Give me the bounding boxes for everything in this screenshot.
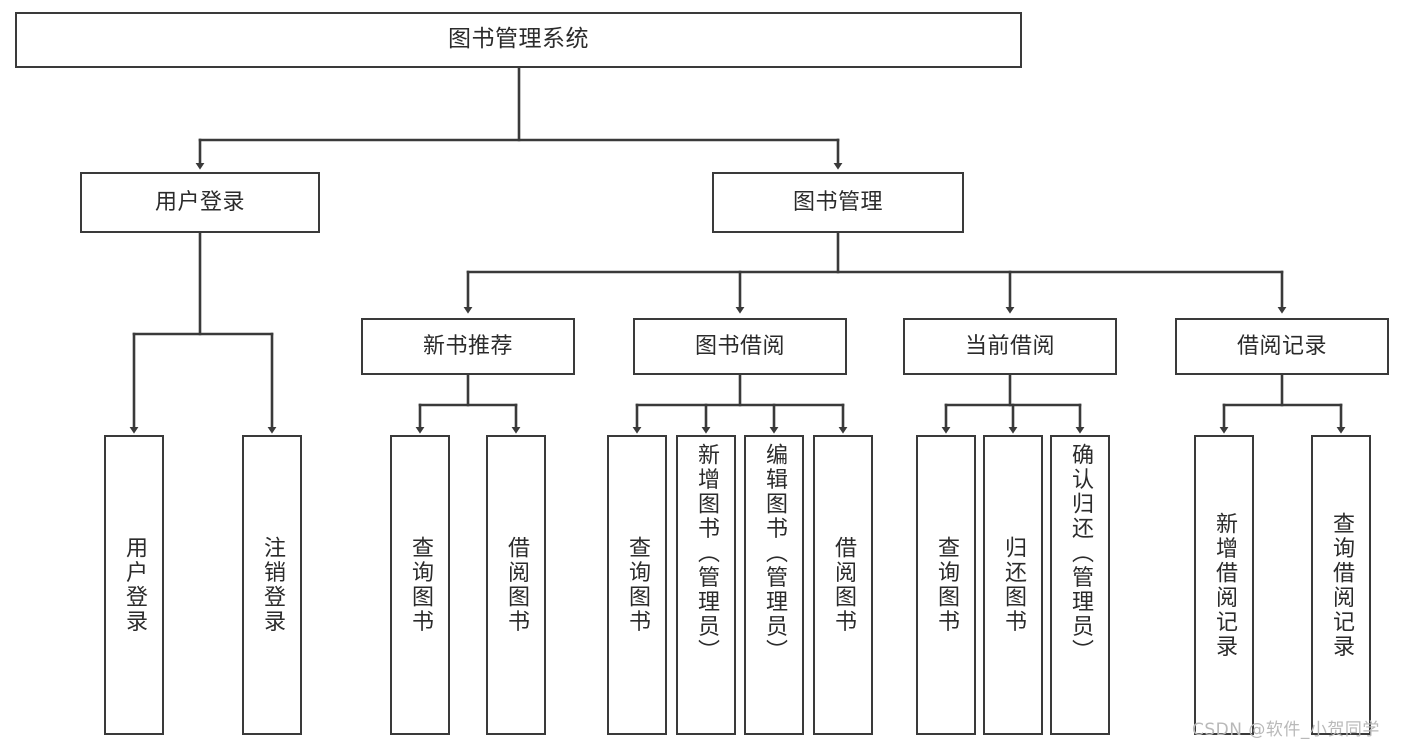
node-leaf-add-book[interactable]: 新增图书（管理员） [676,435,736,735]
node-label: 图书管理系统 [448,26,589,53]
node-label: 归还图书 [1000,536,1026,634]
node-leaf-query-book-2[interactable]: 查询图书 [607,435,667,735]
node-label: 新书推荐 [422,333,513,359]
node-label: 查询图书 [933,536,959,634]
node-label: 图书借阅 [694,333,785,359]
node-label: 查询图书 [407,536,433,634]
node-leaf-user-login[interactable]: 用户登录 [104,435,164,735]
node-new-book-recommend[interactable]: 新书推荐 [361,318,575,375]
node-label: 用户登录 [121,536,147,634]
node-label: 新增图书（管理员） [693,443,719,664]
node-leaf-borrow-book-2[interactable]: 借阅图书 [813,435,873,735]
node-book-borrow[interactable]: 图书借阅 [633,318,847,375]
csdn-watermark: CSDN @软件_小贺同学 [1192,720,1380,740]
node-leaf-add-borrow-record[interactable]: 新增借阅记录 [1194,435,1254,735]
node-label: 借阅图书 [503,536,529,634]
node-label: 借阅记录 [1236,333,1327,359]
node-book-manage[interactable]: 图书管理 [712,172,964,233]
node-leaf-query-book-1[interactable]: 查询图书 [390,435,450,735]
node-label: 借阅图书 [830,536,856,634]
node-label: 确认归还（管理员） [1067,443,1093,664]
node-root-book-management-system[interactable]: 图书管理系统 [15,12,1022,68]
node-label: 当前借阅 [964,333,1055,359]
node-label: 编辑图书（管理员） [761,443,787,664]
node-borrow-record[interactable]: 借阅记录 [1175,318,1389,375]
node-leaf-borrow-book-1[interactable]: 借阅图书 [486,435,546,735]
node-label: 查询图书 [624,536,650,634]
node-label: 用户登录 [154,189,245,215]
node-user-login[interactable]: 用户登录 [80,172,320,233]
node-label: 图书管理 [792,189,883,215]
node-current-borrow[interactable]: 当前借阅 [903,318,1117,375]
node-leaf-edit-book[interactable]: 编辑图书（管理员） [744,435,804,735]
node-leaf-return-book[interactable]: 归还图书 [983,435,1043,735]
node-label: 新增借阅记录 [1211,511,1237,659]
node-leaf-logout-login[interactable]: 注销登录 [242,435,302,735]
node-leaf-query-borrow-record[interactable]: 查询借阅记录 [1311,435,1371,735]
node-label: 查询借阅记录 [1328,511,1354,659]
node-label: 注销登录 [259,536,285,634]
node-leaf-confirm-return[interactable]: 确认归还（管理员） [1050,435,1110,735]
node-leaf-query-book-3[interactable]: 查询图书 [916,435,976,735]
